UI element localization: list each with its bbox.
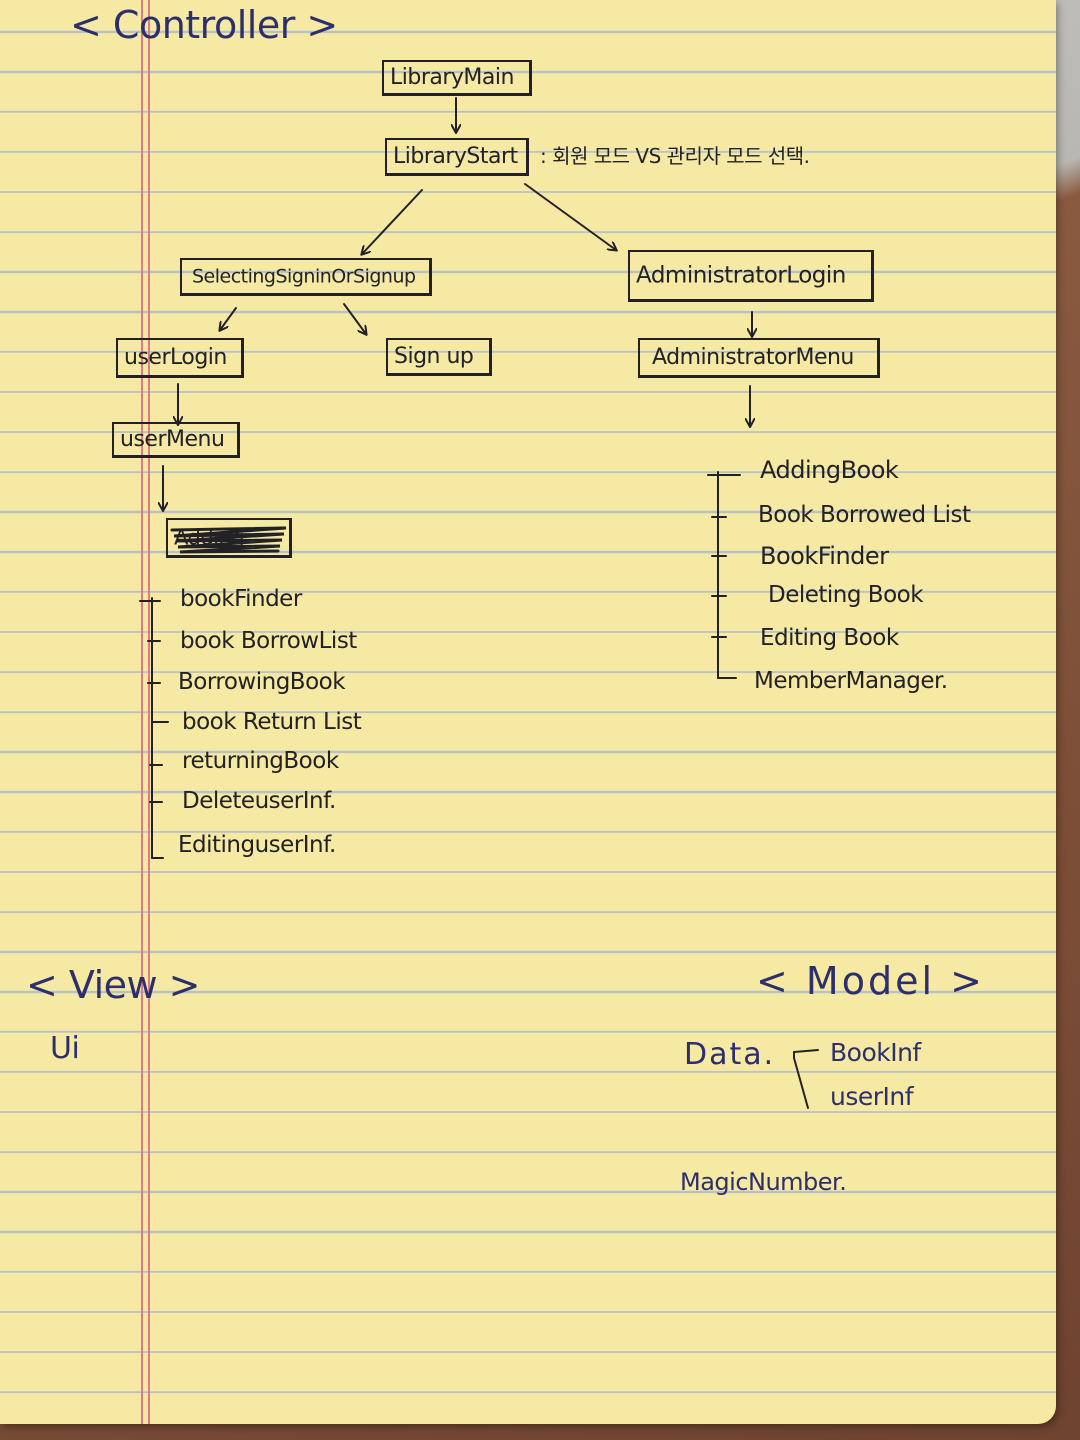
diagram-connectors [139, 97, 819, 1109]
administrator-menu-label: AdministratorMenu [652, 344, 854, 370]
admin-menu-item: Editing Book [760, 625, 899, 651]
user-login-box: userLogin [116, 338, 244, 378]
controller-heading: < Controller > [70, 3, 338, 47]
margin-line-left [141, 0, 143, 1424]
admin-menu-item: Book Borrowed List [758, 502, 971, 528]
selecting-signin-or-signup-box: SelectingSigninOrSignup [180, 258, 432, 296]
library-main-label: LibraryMain [390, 64, 514, 90]
administrator-login-box: AdministratorLogin [628, 250, 874, 302]
library-start-box: LibraryStart [385, 138, 529, 176]
library-start-note: : 회원 모드 VS 관리자 모드 선택. [540, 144, 810, 168]
user-menu-label: userMenu [120, 426, 225, 452]
user-menu-item: returningBook [182, 748, 339, 774]
adding-crossed-out-box: Adding [166, 518, 292, 558]
model-magic-number: MagicNumber. [680, 1168, 847, 1196]
arrow-selecting-to-userlogin [220, 307, 237, 330]
model-data-label: Data. [684, 1037, 776, 1072]
model-data-item: userInf [830, 1082, 914, 1111]
user-menu-box: userMenu [112, 422, 240, 458]
user-menu-item: book Return List [182, 709, 362, 735]
user-menu-item: bookFinder [180, 586, 302, 612]
user-menu-item: DeleteuserInf. [182, 788, 336, 814]
admin-menu-item: BookFinder [760, 542, 889, 570]
arrow-start-to-admin-login [524, 183, 616, 250]
adding-crossed-out-label: Adding [174, 525, 245, 549]
user-menu-bracket [139, 597, 169, 859]
user-login-label: userLogin [124, 344, 227, 370]
admin-menu-item: AddingBook [760, 456, 899, 484]
user-menu-item: EditinguserInf. [178, 832, 336, 858]
margin-line-right [148, 0, 150, 1424]
sign-up-label: Sign up [394, 343, 474, 369]
crossout-scribble [170, 526, 287, 554]
user-menu-item: BorrowingBook [178, 669, 346, 695]
admin-menu-item: Deleting Book [768, 582, 924, 608]
selecting-signin-or-signup-label: SelectingSigninOrSignup [192, 265, 416, 287]
view-heading: < View > [26, 963, 201, 1007]
library-main-box: LibraryMain [382, 60, 532, 96]
model-data-item: BookInf [830, 1038, 921, 1067]
notebook-page: < Controller > < View > < Model > Librar… [0, 0, 1056, 1424]
library-start-label: LibraryStart [393, 143, 518, 169]
arrow-start-to-selecting [362, 189, 423, 254]
admin-menu-bracket [707, 471, 741, 679]
view-ui-label: Ui [50, 1031, 80, 1066]
model-data-bracket [793, 1049, 819, 1109]
arrow-selecting-to-signup [343, 303, 366, 334]
sign-up-box: Sign up [386, 338, 492, 376]
administrator-menu-box: AdministratorMenu [638, 338, 880, 378]
user-menu-item: book BorrowList [180, 628, 357, 654]
model-heading: < Model > [756, 959, 985, 1003]
admin-menu-item: MemberManager. [754, 668, 948, 694]
administrator-login-label: AdministratorLogin [636, 262, 846, 288]
